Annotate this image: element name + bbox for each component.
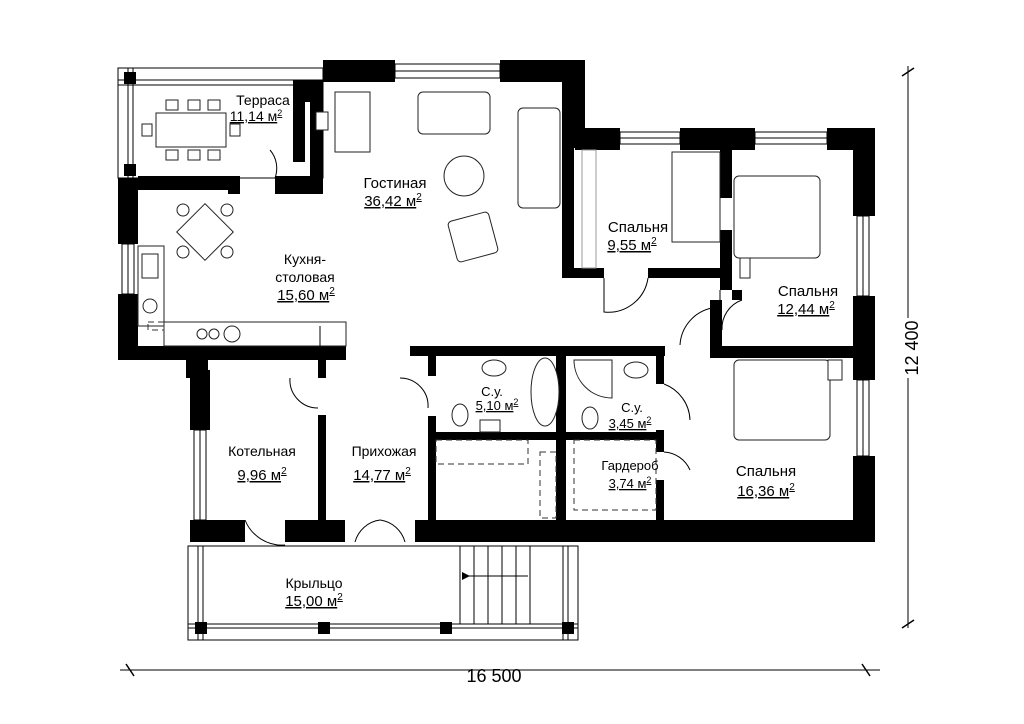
walls (118, 60, 875, 542)
terrace-name: Терраса (236, 92, 290, 108)
dimension-width: 16 500 (120, 663, 880, 686)
living-name: Гостиная (364, 175, 427, 192)
bed2-area: 12,44 м2 (777, 300, 835, 318)
width-label: 16 500 (466, 666, 521, 686)
bed2-name: Спальня (778, 283, 838, 300)
hall-area: 14,77 м2 (353, 466, 411, 484)
boiler-area: 9,96 м2 (237, 466, 287, 484)
boiler-name: Котельная (228, 443, 296, 459)
dimension-height: 12 400 (898, 66, 922, 629)
bath1-name: С.у. (481, 384, 503, 399)
hall-name: Прихожая (352, 443, 417, 459)
bed1-name: Спальня (608, 219, 668, 236)
wardrobe-area: 3,74 м2 (609, 475, 652, 491)
bed1-area: 9,55 м2 (607, 236, 657, 254)
porch-area: 15,00 м2 (285, 592, 343, 610)
kitchen-name-line1: Кухня- (284, 251, 326, 267)
height-label: 12 400 (902, 320, 922, 375)
terrace-deck (117, 67, 324, 179)
bath2-name: С.у. (621, 400, 643, 415)
furniture (137, 91, 843, 519)
bed3-area: 16,36 м2 (737, 482, 795, 500)
room-labels: Терраса 11,14 м2 Гостиная 36,42 м2 Кухня… (228, 92, 838, 610)
kitchen-name-line2: столовая (275, 269, 335, 285)
porch-deck (187, 545, 579, 641)
bath2-area: 3,45 м2 (609, 415, 652, 431)
living-area: 36,42 м2 (364, 192, 422, 210)
wardrobe-name: Гардероб (601, 458, 658, 473)
bed3-name: Спальня (736, 463, 796, 480)
bath1-area: 5,10 м2 (476, 397, 519, 413)
porch-name: Крыльцо (285, 575, 342, 591)
terrace-area: 11,14 м2 (230, 108, 283, 124)
kitchen-area: 15,60 м2 (277, 286, 335, 304)
doors (240, 149, 743, 546)
